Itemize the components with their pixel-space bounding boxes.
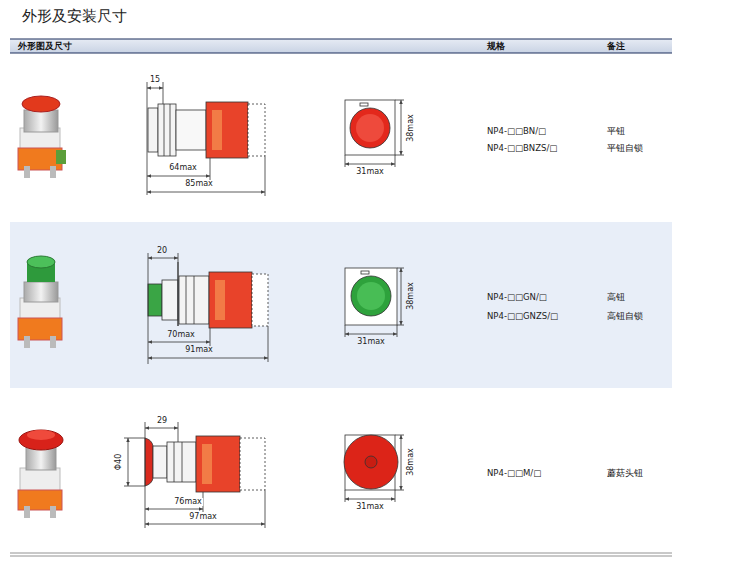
remark: 高钮 [607, 293, 625, 302]
remark: 高钮自锁 [607, 312, 643, 321]
page-title: 外形及安装尺寸 [22, 9, 127, 24]
dimension: 29 [156, 417, 168, 425]
dimension: 70max [166, 331, 196, 339]
dimension: 97max [188, 513, 218, 521]
model-number: NP4-□□BNZS/□ [487, 144, 557, 153]
dimension: 76max [173, 498, 203, 506]
dimension: 20 [156, 247, 168, 255]
dimension: 64max [168, 164, 198, 172]
model-number: NP4-□□GN/□ [487, 293, 547, 302]
dimension: 85max [184, 180, 214, 188]
dimension: 31max [355, 503, 385, 511]
table-header: 外形图及尺寸 [18, 42, 72, 51]
dimension: 38max [407, 113, 415, 143]
model-number: NP4-□□M/□ [487, 469, 541, 478]
model-number: NP4-□□BN/□ [487, 127, 546, 136]
dimension: 15 [149, 76, 161, 84]
table-header: 规格 [487, 42, 505, 51]
dimension: Φ40 [115, 453, 123, 471]
remark: 平钮自锁 [607, 144, 643, 153]
remark: 蘑菇头钮 [607, 469, 643, 478]
dimension: 31max [356, 338, 386, 346]
dimension: 31max [355, 168, 385, 176]
dimension: 38max [407, 281, 415, 311]
remark: 平钮 [607, 127, 625, 136]
model-number: NP4-□□GNZS/□ [487, 312, 558, 321]
table-header: 备注 [607, 42, 625, 51]
dimension: 38max [407, 447, 415, 477]
dimension: 91max [184, 346, 214, 354]
